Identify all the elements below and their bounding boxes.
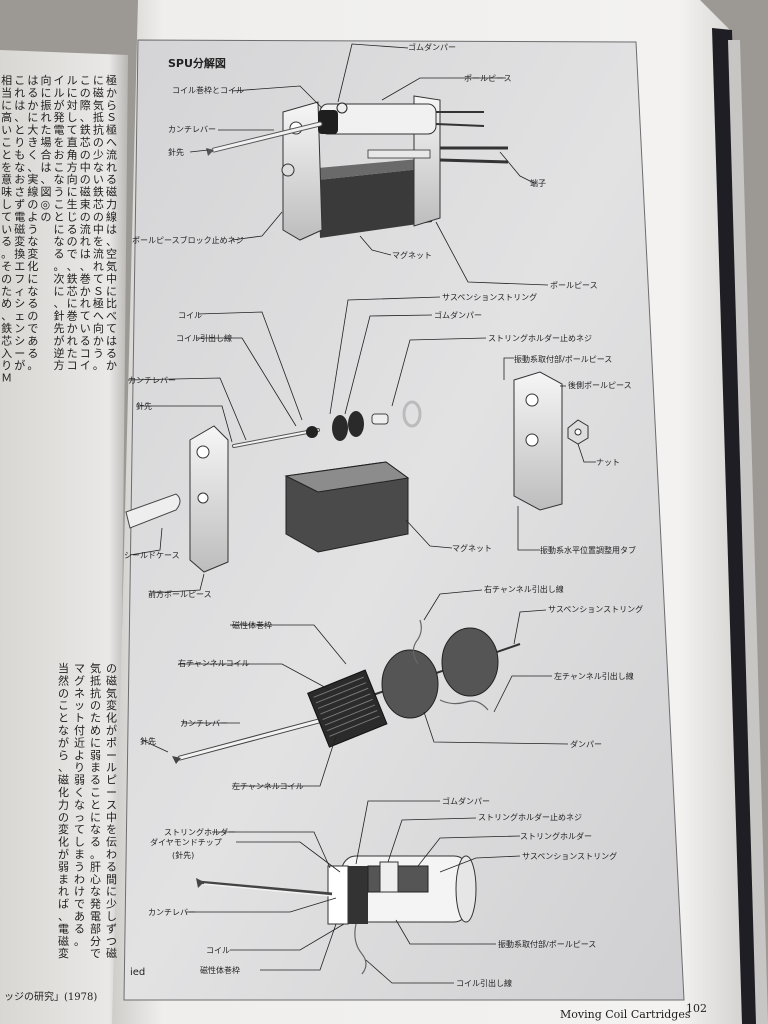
v3-label-left-lead: 左チャンネル引出し線: [554, 671, 634, 681]
v1-label-magnet: マグネット: [392, 250, 432, 260]
left-page-footer: ッジの研究」(1978): [4, 990, 97, 1003]
view1-assembled-generator: [206, 95, 509, 241]
left-text-column: 相当に高いことを意味している。そのため、鉄芯入りＭ: [1, 74, 12, 385]
v1-label-coil-bobbin: コイル巻枠とコイル: [172, 85, 244, 95]
v2-label-stylus: 針先: [136, 401, 152, 411]
view2-exploded-generator: [125, 371, 589, 573]
figure-title: SPU分解図: [168, 56, 226, 70]
v2-label-coil: コイル: [178, 311, 202, 320]
v2-label-leveling-tab: 振動系水平位置調整用タブ: [540, 545, 636, 555]
v2-label-magnet: マグネット: [452, 543, 492, 553]
left-text-column: 気抵抗のために弱まることになる。肝心な発電部分で: [90, 661, 101, 960]
right-page-corner-text: ied: [130, 967, 145, 978]
v3-label-right-lead: 右チャンネル引出し線: [484, 584, 564, 594]
view1-coil: [318, 110, 338, 134]
v2-label-string-holder-screw: ストリングホルダー止めネジ: [488, 333, 592, 343]
left-page: [0, 50, 128, 1024]
v4-label-diamond-tip: ダイヤモンドチップ: [150, 837, 222, 847]
view3-damper-front: [381, 649, 439, 719]
v4-label-string-holder-right: ストリングホルダー: [520, 831, 592, 841]
v2-label-vibration-mount: 振動系取付部/ポールピース: [514, 354, 612, 364]
v3-label-stylus: 針先: [140, 736, 156, 746]
v3-label-damper: ダンパー: [570, 739, 602, 749]
left-page-text-columns: 極からＳ極へ流れる磁力線は、空気中に比べてはるかに磁気抵抗の少ない鉄芯の中を流れ…: [1, 73, 117, 960]
v3-label-suspension-string: サスペンションストリング: [548, 604, 643, 614]
view3-damper-rear: [441, 627, 499, 697]
v4-label-coil-lead: コイル引出し線: [456, 978, 512, 988]
v2-label-shield: シールドケース: [124, 551, 180, 560]
v3-label-cantilever: カンチレバー: [180, 719, 228, 728]
view3-stylus: [172, 756, 181, 764]
v4-label-bobbin: 磁性体巻枠: [200, 965, 240, 975]
view4-cantilever: [197, 880, 333, 896]
v3-label-left-coil: 左チャンネルコイル: [232, 781, 304, 791]
view1-magnet: [318, 168, 432, 238]
left-text-column: 極からＳ極へ流れる磁力線は、空気中に比べてはるか: [106, 73, 117, 372]
v1-label-terminal: 端子: [530, 178, 546, 188]
v1-label-pole-piece-bottom: ポールピース: [550, 281, 598, 290]
view2-shield-tube: [125, 493, 181, 529]
v4-label-string-holder-left: ストリングホルダー: [164, 827, 236, 837]
left-text-column: の磁気変化がポールピース中を伝わる間に少しずつ磁: [106, 662, 117, 960]
v4-label-vibration-mount: 振動系取付部/ポールピース: [498, 939, 596, 949]
v4-label-cantilever: カンチレバー: [148, 908, 196, 917]
v2-label-gom-damper: ゴムダンパー: [434, 310, 482, 320]
view3-vibration-system: [172, 619, 521, 764]
v1-label-block-screw: ポールピースブロック止めネジ: [132, 235, 244, 245]
v1-label-pole-piece-top: ポールピース: [464, 74, 512, 83]
page-stack-edge: [728, 40, 768, 1024]
left-text-column: マグネット付近より弱くなってしまうわけである。: [74, 662, 85, 948]
v1-label-cantilever: カンチレバー: [168, 125, 216, 134]
left-text-column: この際、鉄芯の中の磁束の流れは、巻かれているコイ: [80, 74, 91, 372]
view1-front-plate: [282, 101, 323, 241]
left-text-column: ルに対して直角方向に生じるので、鉄芯に巻かれたコ: [67, 74, 78, 372]
view4-string-holder-assembly: [196, 855, 477, 975]
view2-coil: [306, 426, 318, 438]
v2-label-suspension-string: サスペンションストリング: [442, 292, 537, 302]
v4-label-coil: コイル: [206, 946, 230, 955]
v2-label-coil-lead: コイル引出し線: [176, 333, 232, 343]
v3-label-right-coil: 右チャンネルコイル: [178, 658, 250, 668]
view3-coil-block: [307, 669, 388, 748]
left-text-column: 向に振れた場合は、図◎の: [40, 73, 51, 223]
view2-front-pole-piece: [189, 425, 229, 573]
v1-label-gom-damper: ゴムダンパー: [408, 42, 456, 52]
left-text-column: はるかに大きく、実線のような変化になるのである。: [27, 74, 38, 372]
v4-label-diamond-tip-sub: (針先): [172, 850, 194, 860]
left-text-column: イルが発電をおこなうことになる。次に、針先が逆方: [54, 74, 65, 372]
v1-label-stylus: 針先: [168, 147, 184, 157]
view2-damper-2: [348, 411, 364, 437]
v4-label-gom-damper: ゴムダンパー: [442, 796, 490, 806]
page-edge-dark: [712, 28, 760, 1024]
v2-label-front-pole-piece: 前方ポールピース: [148, 589, 212, 599]
left-text-column: 当然のことながら、磁化力の変化が弱まれば、電磁変: [58, 661, 69, 960]
left-text-column: これは、とりもなおさず電磁変換エフィシェンシーが: [14, 74, 25, 372]
view2-damper-1: [332, 415, 348, 441]
left-text-column: に磁気抵抗の少ない鉄芯の中を流れてＳ極へ向かう。: [93, 74, 104, 372]
view4-diamond-tip: [196, 878, 204, 888]
v4-label-string-holder-screw: ストリングホルダー止めネジ: [478, 812, 582, 822]
right-page-number: 102: [686, 1002, 707, 1015]
v3-label-bobbin: 磁性体巻枠: [232, 620, 272, 630]
view4-coil: [348, 866, 368, 924]
v2-label-nut: ナット: [596, 458, 620, 467]
v2-label-cantilever: カンチレバー: [128, 376, 176, 385]
v2-label-rear-pole-piece: 後側ポールピース: [568, 380, 632, 390]
right-page-footer-title: Moving Coil Cartridges: [560, 1008, 691, 1021]
v4-label-suspension-string: サスペンションストリング: [522, 851, 617, 861]
